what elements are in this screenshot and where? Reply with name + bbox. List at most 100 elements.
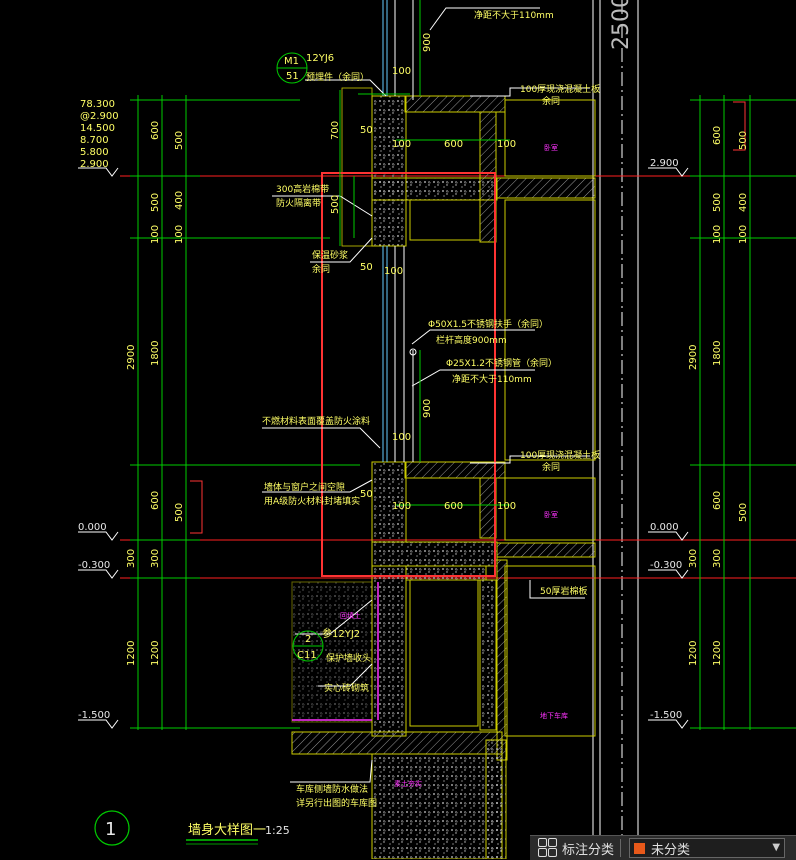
svg-text:1:25: 1:25 [265,824,290,837]
detail-title: 1 墙身大样图一 1:25 [94,810,290,846]
levels-left: 0.000 -0.300 -1.500 [78,522,110,721]
status-separator [620,839,622,857]
svg-text:车库侧墙防水做法: 车库侧墙防水做法 [296,783,368,795]
level-label: -0.300 [650,560,682,571]
level-label: -0.300 [78,560,110,571]
svg-text:保温砂浆: 保温砂浆 [312,249,348,261]
svg-text:墙体与窗户之间空隙: 墙体与窗户之间空隙 [264,481,345,493]
svg-text:参12YJ2: 参12YJ2 [322,627,360,640]
grid-icon[interactable] [538,838,558,858]
svg-text:1200: 1200 [712,641,723,666]
svg-text:300高岩棉带: 300高岩棉带 [276,183,329,195]
annotation-category-label: 标注分类 [562,842,615,858]
svg-text:100: 100 [150,225,161,244]
svg-text:100: 100 [174,225,185,244]
svg-text:2: 2 [305,634,311,645]
svg-text:900: 900 [422,33,433,52]
svg-text:余同: 余同 [542,461,560,473]
svg-text:素土夯实: 素土夯实 [394,779,422,788]
level-stack-item: 8.700 [80,135,109,146]
svg-text:2900: 2900 [126,345,137,370]
svg-text:500: 500 [738,131,749,150]
svg-text:100: 100 [392,432,411,443]
svg-text:地下车库: 地下车库 [540,711,568,720]
annotations: 净距不大于110mm 预埋件（余同） 100厚现浇混凝土板 余同 300高岩棉带… [262,9,600,809]
svg-text:100: 100 [392,139,411,150]
svg-text:400: 400 [174,191,185,210]
svg-text:不燃材料表面覆盖防火涂料: 不燃材料表面覆盖防火涂料 [262,415,370,427]
svg-text:1200: 1200 [150,641,161,666]
svg-text:卧室: 卧室 [544,510,558,519]
level-label: 0.000 [78,522,107,533]
svg-text:100: 100 [392,66,411,77]
svg-text:100: 100 [497,139,516,150]
svg-text:1: 1 [105,819,116,840]
svg-text:600: 600 [712,126,723,145]
axis-lines [592,0,639,859]
svg-text:2900: 2900 [688,345,699,370]
svg-text:余同: 余同 [312,263,330,275]
svg-text:100: 100 [497,501,516,512]
right-dimension-lines [690,95,796,730]
level-symbols-left [78,167,119,729]
center-dimension-lines [339,0,510,506]
svg-text:卧室: 卧室 [544,143,558,152]
svg-text:300: 300 [150,549,161,568]
svg-text:300: 300 [688,549,699,568]
svg-text:500: 500 [712,193,723,212]
category-color-swatch [634,842,646,854]
detail-mark-m1[interactable]: M1 51 12YJ6 [276,52,334,84]
svg-text:Φ25X1.2不锈钢管（余同）: Φ25X1.2不锈钢管（余同） [446,357,557,369]
annotation-category-dropdown[interactable]: 未分类 ▼ [629,838,786,858]
levels-right: 2.900 0.000 -0.300 -1.500 [650,158,682,721]
svg-text:600: 600 [444,501,463,512]
svg-text:50厚岩棉板: 50厚岩棉板 [540,585,587,597]
dims-right-outer: 600 500 100 2900 600 300 1200 [688,126,723,666]
svg-text:51: 51 [286,71,299,82]
detail-mark-c11[interactable]: 2 C11 参12YJ2 [292,627,360,662]
svg-text:50: 50 [360,489,373,500]
selection-highlight[interactable] [321,172,496,577]
svg-text:净距不大于110mm: 净距不大于110mm [474,9,554,21]
svg-text:余同: 余同 [542,95,560,107]
svg-text:1200: 1200 [126,641,137,666]
dims-center: 700 500 50 100 600 100 50 100 900 900 50… [330,33,516,512]
svg-text:50: 50 [360,262,373,273]
svg-text:500: 500 [738,503,749,522]
svg-text:防火隔离带: 防火隔离带 [276,197,321,209]
svg-text:预埋件（余同）: 预埋件（余同） [306,71,369,83]
svg-text:实心砖砌筑: 实心砖砌筑 [324,682,369,694]
svg-text:700: 700 [330,121,341,140]
level-symbols-right [648,167,689,729]
level-stack-item: 2.900 [80,159,109,170]
level-label: -1.500 [650,710,682,721]
svg-text:500: 500 [150,193,161,212]
level-label: 0.000 [650,522,679,533]
svg-text:12YJ6: 12YJ6 [306,53,334,64]
svg-text:M1: M1 [284,56,299,67]
svg-text:100厚现浇混凝土板: 100厚现浇混凝土板 [520,449,600,461]
svg-text:回填土: 回填土 [340,611,361,620]
svg-text:300: 300 [712,549,723,568]
svg-text:墙身大样图一: 墙身大样图一 [188,822,266,838]
svg-text:500: 500 [330,195,341,214]
level-stack-item: 14.500 [80,123,115,134]
svg-text:C11: C11 [297,650,317,661]
level-stack-item: 5.800 [80,147,109,158]
svg-text:600: 600 [150,491,161,510]
svg-text:Φ50X1.5不锈钢扶手（余同）: Φ50X1.5不锈钢扶手（余同） [428,318,548,330]
wall-section[interactable] [291,0,596,859]
svg-text:100: 100 [738,225,749,244]
svg-text:600: 600 [712,491,723,510]
svg-text:详另行出图的车库图: 详另行出图的车库图 [296,797,377,809]
svg-text:栏杆高度900mm: 栏杆高度900mm [436,334,507,346]
level-bracket-right [733,101,746,151]
svg-text:600: 600 [150,121,161,140]
svg-text:100: 100 [384,266,403,277]
svg-text:100厚现浇混凝土板: 100厚现浇混凝土板 [520,83,600,95]
svg-text:50: 50 [360,125,373,136]
svg-text:1800: 1800 [150,341,161,366]
svg-text:用A级防火材料封堵填实: 用A级防火材料封堵填实 [264,495,360,507]
svg-text:100: 100 [712,225,723,244]
